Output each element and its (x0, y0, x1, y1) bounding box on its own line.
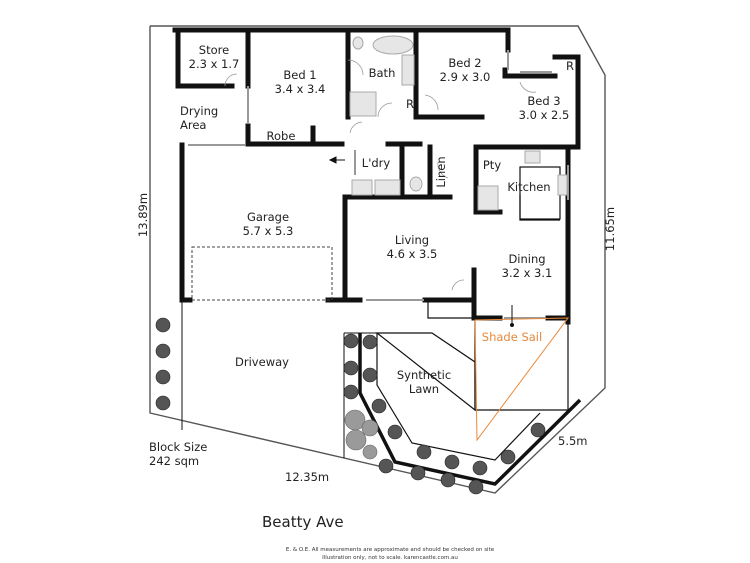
room-size: 5.7 x 5.3 (242, 224, 294, 238)
shade-sail-label: Shade Sail (476, 330, 548, 344)
fixtures (349, 35, 568, 211)
room-pantry: Pty (480, 158, 504, 172)
sink-icon (557, 174, 568, 196)
shrubs (155, 317, 546, 495)
door-swings (224, 59, 537, 291)
room-size: 3.0 x 2.5 (518, 108, 570, 122)
area-synthetic-lawn: Synthetic Lawn (392, 368, 456, 396)
room-size: 2.3 x 1.7 (188, 57, 240, 71)
room-name: Kitchen (507, 180, 551, 194)
room-name: Bath (368, 66, 396, 80)
room-garage: Garage 5.7 x 5.3 (228, 210, 308, 238)
area-name: Shade Sail (481, 330, 543, 344)
robe-label-bed3: R (566, 59, 574, 73)
fridge-icon (477, 185, 499, 211)
room-name: L'dry (361, 156, 391, 170)
room-size: 2.9 x 3.0 (439, 70, 491, 84)
room-name: Linen (434, 156, 448, 188)
cooktop-icon (524, 150, 541, 164)
room-bath: Bath (364, 66, 400, 80)
bathtub-icon (372, 35, 414, 55)
block-size-label: Block Size (149, 440, 208, 454)
room-bed1: Bed 1 3.4 x 3.4 (260, 68, 340, 96)
light-shrubs (344, 409, 379, 460)
room-size: 4.6 x 3.5 (386, 247, 438, 261)
room-name: Bed 1 (283, 68, 317, 82)
washer-icon (374, 179, 401, 196)
vanity-icon (401, 54, 415, 86)
room-size: Area (180, 118, 207, 132)
room-name: Pty (482, 158, 502, 172)
toilet-icon (409, 176, 423, 192)
room-bed3: Bed 3 3.0 x 2.5 (512, 94, 576, 122)
block-size-value: 242 sqm (149, 454, 200, 468)
dimension-left: 13.89m (136, 192, 150, 238)
street-name: Beatty Ave (262, 513, 344, 531)
dimension-corner: 5.5m (558, 434, 588, 448)
room-store: Store 2.3 x 1.7 (182, 43, 246, 71)
windows (188, 50, 569, 319)
disclaimer: E. & O.E. All measurements are approxima… (270, 546, 510, 562)
room-size: 3.4 x 3.4 (274, 82, 326, 96)
room-living: Living 4.6 x 3.5 (372, 233, 452, 261)
disclaimer-line2: Illustration only, not to scale. karenca… (322, 555, 458, 561)
room-name: Dining (508, 252, 546, 266)
room-name: Drying (180, 104, 219, 118)
room-name: Robe (266, 129, 296, 143)
room-kitchen: Kitchen (506, 180, 552, 194)
dimension-bottom: 12.35m (285, 470, 330, 484)
room-name: Store (198, 43, 230, 57)
room-name: Living (394, 233, 430, 247)
robe-label-bath: R (406, 97, 414, 111)
lot-boundary (149, 25, 606, 494)
toilet-icon (352, 36, 364, 50)
room-size: 3.2 x 3.1 (501, 266, 553, 280)
shade-sail-outline (474, 317, 570, 442)
disclaimer-line1: E. & O.E. All measurements are approxima… (285, 547, 495, 553)
landscape-lines (181, 300, 582, 486)
garage-car-outline (191, 246, 333, 301)
area-name-2: Lawn (408, 382, 440, 396)
room-linen: Linen (434, 152, 448, 192)
room-name: Garage (246, 210, 290, 224)
laundry-tub-icon (351, 179, 373, 196)
area-name: Driveway (235, 355, 289, 369)
room-laundry: L'dry (356, 156, 396, 170)
room-bed2: Bed 2 2.9 x 3.0 (428, 56, 502, 84)
room-name: Bed 3 (527, 94, 561, 108)
dimension-right: 11.65m (603, 206, 617, 252)
area-driveway: Driveway (224, 355, 300, 369)
room-name: Bed 2 (448, 56, 482, 70)
area-name: Synthetic (396, 368, 452, 382)
room-dining: Dining 3.2 x 3.1 (492, 252, 562, 280)
shower-icon (349, 91, 377, 117)
room-robe: Robe (256, 129, 306, 143)
block-size: Block Size 242 sqm (149, 440, 207, 468)
arrow-icon (328, 156, 345, 164)
room-drying-area: Drying Area (180, 104, 218, 132)
shade-arrow-icon (510, 305, 514, 327)
